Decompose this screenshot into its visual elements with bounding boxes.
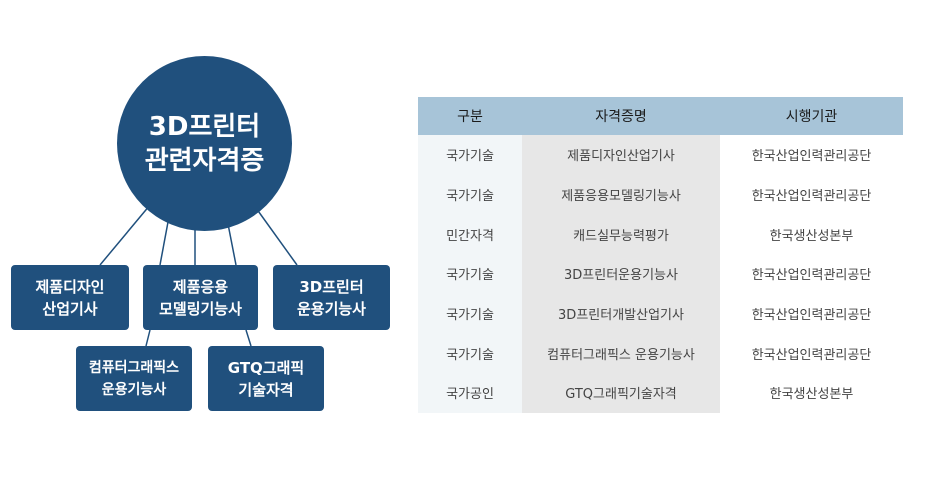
table-row: 국가기술 제품디자인산업기사 한국산업인력관리공단	[418, 135, 903, 175]
cert-box-line1: 제품응용	[172, 277, 229, 296]
cert-box-3d-printer-operation: 3D프린터 운용기능사	[273, 265, 390, 330]
cert-box-product-modeling: 제품응용 모델링기능사	[143, 265, 258, 330]
cell-certificate: GTQ그래픽기술자격	[522, 373, 720, 413]
table-row: 국가기술 3D프린터운용기능사 한국산업인력관리공단	[418, 254, 903, 294]
connector-line	[227, 223, 237, 266]
connector-line	[245, 329, 252, 347]
certification-table: 구분 자격증명 시행기관 국가기술 제품디자인산업기사 한국산업인력관리공단 국…	[418, 97, 903, 413]
cert-box-line2: 운용기능사	[101, 381, 167, 398]
cert-box-line2: 기술자격	[238, 380, 294, 399]
cert-box-line2: 운용기능사	[296, 299, 366, 318]
cell-certificate: 제품응용모델링기능사	[522, 174, 720, 215]
cert-box-line2: 모델링기능사	[159, 299, 242, 318]
cell-certificate: 3D프린터운용기능사	[522, 254, 720, 294]
cell-certificate: 3D프린터개발산업기사	[522, 293, 720, 334]
table-row: 국가기술 제품응용모델링기능사 한국산업인력관리공단	[418, 174, 903, 215]
table-row: 국가기술 3D프린터개발산업기사 한국산업인력관리공단	[418, 293, 903, 334]
center-title-line1: 3D프린터	[148, 111, 261, 142]
certification-diagram: 3D프린터 관련자격증 제품디자인 산업기사 제품응용 모델링기능사 3D프린터…	[0, 0, 400, 500]
cell-category: 국가기술	[418, 174, 522, 215]
center-title-line2: 관련자격증	[144, 145, 265, 176]
connector-line	[99, 204, 151, 266]
cell-category: 국가기술	[418, 293, 522, 334]
cell-category: 국가기술	[418, 135, 522, 175]
cell-category: 민간자격	[418, 214, 522, 255]
cell-category: 국가공인	[418, 373, 522, 413]
cell-agency: 한국생산성본부	[720, 214, 903, 255]
cert-box-computer-graphics: 컴퓨터그래픽스 운용기능사	[76, 346, 192, 411]
cell-agency: 한국산업인력관리공단	[720, 174, 903, 215]
header-certificate-name: 자격증명	[522, 97, 720, 135]
table-row: 국가공인 GTQ그래픽기술자격 한국생산성본부	[418, 373, 903, 413]
cell-certificate: 캐드실무능력평가	[522, 214, 720, 255]
cert-box-line2: 산업기사	[42, 299, 98, 318]
header-category: 구분	[418, 97, 522, 135]
cell-agency: 한국산업인력관리공단	[720, 254, 903, 294]
cert-box-gtq-graphics: GTQ그래픽 기술자격	[208, 346, 324, 411]
cell-category: 국가기술	[418, 254, 522, 294]
cell-agency: 한국생산성본부	[720, 373, 903, 413]
cert-box-line1: 3D프린터	[299, 277, 364, 296]
table-row: 민간자격 캐드실무능력평가 한국생산성본부	[418, 214, 903, 255]
certification-table-container: 구분 자격증명 시행기관 국가기술 제품디자인산업기사 한국산업인력관리공단 국…	[418, 97, 903, 413]
connector-lines	[99, 204, 298, 347]
connector-line	[145, 329, 151, 347]
table-row: 국가기술 컴퓨터그래픽스 운용기능사 한국산업인력관리공단	[418, 333, 903, 374]
cell-agency: 한국산업인력관리공단	[720, 135, 903, 175]
cert-box-line1: 컴퓨터그래픽스	[88, 359, 180, 376]
cell-category: 국가기술	[418, 333, 522, 374]
cell-certificate: 제품디자인산업기사	[522, 135, 720, 175]
center-circle: 3D프린터 관련자격증	[117, 56, 292, 231]
table-header-row: 구분 자격증명 시행기관	[418, 97, 903, 135]
connector-line	[255, 207, 298, 266]
cert-box-line1: 제품디자인	[35, 277, 105, 296]
cell-agency: 한국산업인력관리공단	[720, 333, 903, 374]
cell-certificate: 컴퓨터그래픽스 운용기능사	[522, 333, 720, 374]
header-issuing-agency: 시행기관	[720, 97, 903, 135]
connector-line	[159, 221, 169, 266]
cert-box-product-design: 제품디자인 산업기사	[11, 265, 129, 330]
cert-box-line1: GTQ그래픽	[227, 358, 305, 377]
cell-agency: 한국산업인력관리공단	[720, 293, 903, 334]
